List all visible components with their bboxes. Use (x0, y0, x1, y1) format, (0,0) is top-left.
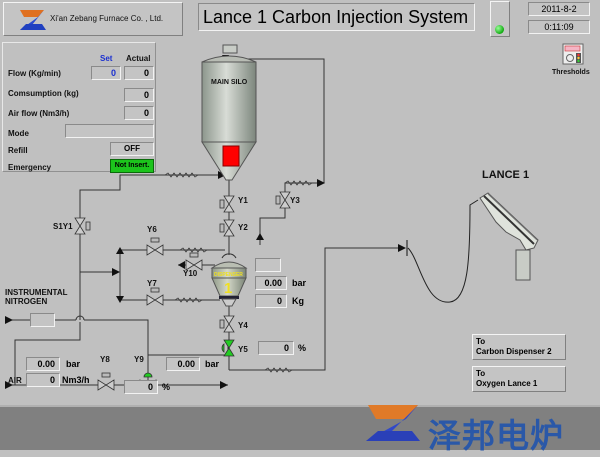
footer-logo-icon (366, 405, 420, 441)
lance-1-graphic: LANCE 1 (479, 169, 539, 281)
valve-y5[interactable] (221, 339, 235, 357)
set-column-header: Set (100, 54, 113, 63)
valve-y4-label: Y4 (238, 321, 248, 330)
dispenser-1: DISPENSER 1 (210, 253, 248, 307)
page-title-box: Lance 1 Carbon Injection System (198, 3, 475, 31)
line-pressure-unit: bar (205, 359, 220, 369)
pipe-crossover (75, 315, 85, 321)
airflow-value: 0 (124, 106, 154, 120)
valve-y1[interactable] (219, 195, 235, 213)
y9-percent-value: 0 (124, 380, 158, 394)
consumption-value: 0 (124, 88, 154, 102)
dispenser-label: DISPENSER (214, 272, 243, 278)
valve-y2-label: Y2 (238, 223, 248, 232)
valve-s1y1-label: S1Y1 (53, 222, 73, 231)
emergency-label: Emergency (8, 163, 52, 172)
airflow-label: Air flow (Nm3/h) (8, 109, 70, 118)
flow-actual-value: 0 (124, 66, 154, 80)
valve-y8-label: Y8 (100, 355, 110, 364)
valve-y6[interactable] (146, 237, 164, 256)
y5-percent-unit: % (298, 343, 307, 353)
to-oxygen-line1: To (476, 369, 486, 378)
valve-y10-label: Y10 (183, 269, 198, 278)
thresholds-icon (562, 43, 584, 65)
valve-y6-label: Y6 (147, 225, 157, 234)
to-dispenser2-line1: To (476, 337, 486, 346)
thresholds-button[interactable]: Thresholds (552, 43, 598, 79)
nitrogen-value-field (30, 313, 55, 327)
valve-y4[interactable] (219, 315, 235, 333)
to-dispenser2-line2: Carbon Dispenser 2 (476, 347, 552, 356)
y9-percent-unit: % (162, 382, 171, 392)
page-title: Lance 1 Carbon Injection System (203, 7, 469, 27)
y5-percent-value: 0 (258, 341, 294, 355)
refill-status: OFF (110, 142, 154, 156)
valve-y7[interactable] (146, 287, 164, 306)
air-label: AIR (8, 376, 22, 385)
mode-label: Mode (8, 129, 29, 138)
air-pressure-unit: bar (66, 359, 81, 369)
mode-value (65, 124, 154, 138)
silo-level-indicator (222, 145, 240, 167)
status-lamp-icon (495, 25, 504, 34)
nitrogen-label-line1: INSTRUMENTAL (5, 288, 68, 297)
consumption-label: Comsumption (kg) (8, 89, 79, 98)
line-pressure-value: 0.00 (166, 357, 200, 371)
emergency-status: Not Insert. (110, 159, 154, 173)
footer-brand-text: 泽邦电炉 (428, 416, 564, 455)
to-oxygen-lance-1-button[interactable]: To Oxygen Lance 1 (472, 366, 566, 392)
dispenser-number: 1 (224, 280, 232, 297)
valve-y9-label: Y9 (134, 355, 144, 364)
lance-label: LANCE 1 (482, 169, 529, 181)
valve-y1-label: Y1 (238, 196, 248, 205)
dispenser-pressure-unit: bar (292, 278, 307, 288)
flow-label: Flow (Kg/min) (8, 69, 61, 78)
status-panel: Set Actual Flow (Kg/min) 0 0 Comsumption… (2, 42, 156, 173)
main-silo: MAIN SILO (201, 44, 257, 181)
valve-s1y1[interactable] (74, 217, 91, 235)
dispenser-pressure-value: 0.00 (255, 276, 287, 290)
silo-label: MAIN SILO (211, 79, 248, 86)
time-display: 0:11:09 (528, 20, 590, 34)
actual-column-header: Actual (126, 54, 151, 63)
to-carbon-dispenser-2-button[interactable]: To Carbon Dispenser 2 (472, 334, 566, 360)
valve-y5-label: Y5 (238, 345, 248, 354)
air-pressure-value: 0.00 (26, 357, 60, 371)
valve-y7-label: Y7 (147, 279, 157, 288)
valve-y3-label: Y3 (290, 196, 300, 205)
status-lamp-box (490, 1, 510, 37)
valve-y2[interactable] (219, 219, 235, 237)
dispenser-blank-field (255, 258, 281, 272)
to-oxygen-line2: Oxygen Lance 1 (476, 379, 538, 388)
company-name: Xi'an Zebang Furnace Co. , Ltd. (50, 14, 164, 23)
nitrogen-label-line2: NITROGEN (5, 297, 47, 306)
valve-y8[interactable] (97, 372, 115, 391)
process-diagram: MAIN SILO DISPENSER 1 (5, 44, 539, 391)
flow-set-input[interactable]: 0 (91, 66, 121, 80)
valve-y3[interactable] (275, 191, 291, 209)
flow-arrows (5, 55, 406, 389)
flex-hoses (164, 172, 313, 373)
thresholds-label: Thresholds (552, 69, 590, 76)
valve-y10[interactable] (185, 252, 203, 271)
dispenser-weight-unit: Kg (292, 296, 304, 306)
date-display: 2011-8-2 (528, 2, 590, 16)
refill-label: Refill (8, 146, 28, 155)
header-bar: Xi'an Zebang Furnace Co. , Ltd. Lance 1 … (0, 0, 600, 40)
dispenser-weight-value: 0 (255, 294, 287, 308)
lance-hose (407, 199, 479, 303)
company-banner: Xi'an Zebang Furnace Co. , Ltd. (3, 2, 183, 36)
air-flow-value: 0 (26, 373, 60, 387)
company-logo-icon (20, 10, 46, 30)
air-flow-unit: Nm3/h (62, 375, 90, 385)
footer-bar: 泽邦电炉 (0, 405, 600, 455)
